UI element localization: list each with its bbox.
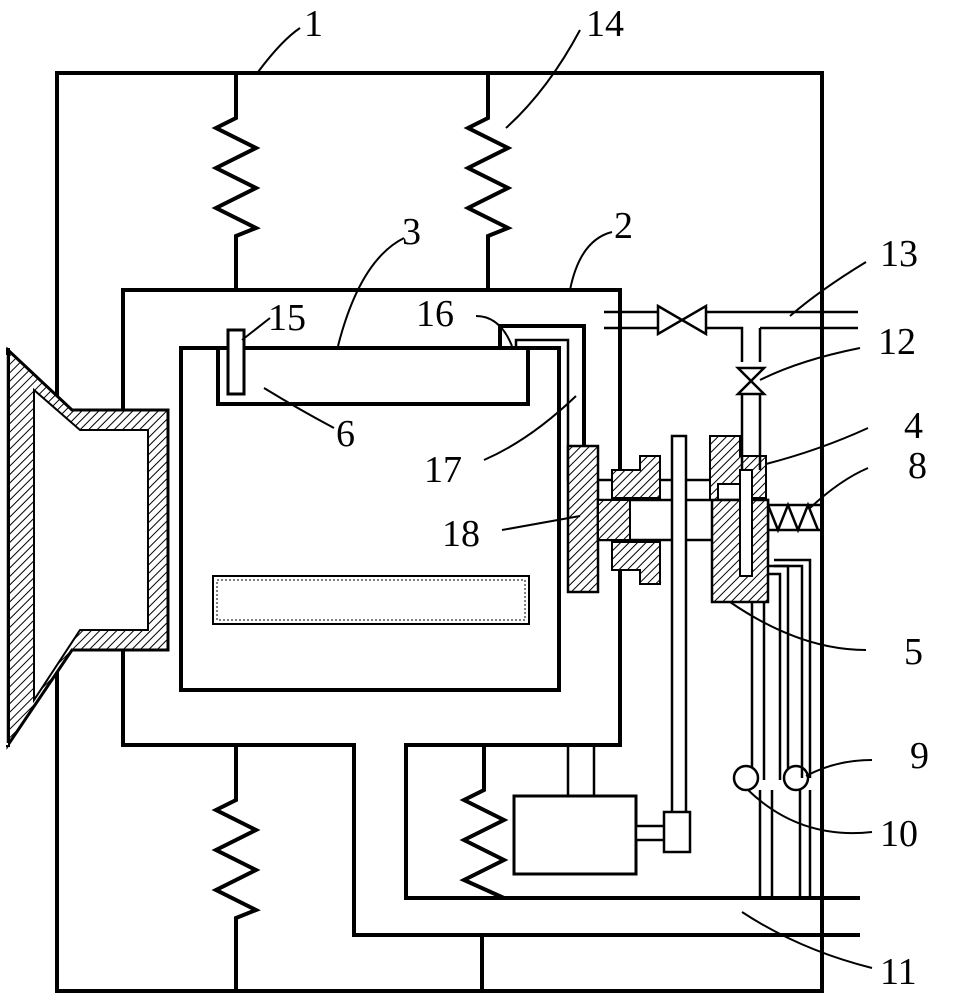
leader-4 — [766, 428, 868, 464]
inner-drum — [181, 348, 559, 690]
sensor-15 — [228, 330, 244, 394]
leader-9 — [806, 760, 872, 776]
upper-spring-right — [468, 73, 508, 290]
drain-lines — [760, 560, 810, 898]
label-14: 14 — [586, 3, 624, 45]
leader-5 — [730, 602, 866, 650]
label-10: 10 — [880, 813, 918, 855]
motor-mount — [568, 745, 594, 796]
leader-13 — [790, 262, 866, 316]
label-16: 16 — [416, 293, 454, 335]
leader-2 — [570, 232, 612, 290]
label-9: 9 — [910, 735, 929, 777]
leader-15 — [242, 318, 270, 340]
label-18: 18 — [442, 513, 480, 555]
label-11: 11 — [880, 951, 917, 993]
label-8: 8 — [908, 445, 927, 487]
leader-14 — [506, 30, 580, 128]
lower-spring-left — [216, 745, 256, 991]
label-3: 3 — [402, 211, 421, 253]
leader-8 — [810, 468, 868, 508]
label-5: 5 — [904, 631, 923, 673]
valve-12 — [738, 368, 764, 394]
belt — [672, 436, 686, 850]
seal-channel — [740, 470, 752, 576]
label-15: 15 — [268, 297, 306, 339]
motor-pulley — [664, 812, 690, 852]
label-2: 2 — [614, 205, 633, 247]
label-13: 13 — [880, 233, 918, 275]
lower-spring-right — [464, 745, 504, 898]
label-1: 1 — [304, 3, 323, 45]
label-4: 4 — [904, 405, 923, 447]
shaft-flange — [568, 446, 598, 592]
trap-9 — [784, 766, 808, 790]
label-6: 6 — [336, 413, 355, 455]
leader-11 — [742, 912, 872, 968]
motor — [514, 796, 636, 874]
trap-10 — [734, 766, 758, 790]
main-valve — [658, 306, 706, 334]
spring-8 — [768, 505, 818, 530]
door-seal-inner — [34, 390, 148, 700]
drum-lifter — [213, 576, 529, 624]
leader-6 — [264, 388, 334, 428]
label-12: 12 — [878, 321, 916, 363]
inlet-pipe-13 — [604, 312, 858, 362]
seal-4 — [710, 436, 766, 500]
leader-12 — [760, 348, 860, 380]
leader-1 — [258, 28, 300, 72]
drum-lifter-inner — [217, 580, 525, 620]
leader-16 — [476, 316, 512, 346]
label-17: 17 — [424, 449, 462, 491]
upper-spring-left — [216, 73, 256, 290]
shaft-collar — [598, 500, 630, 540]
inner-tray — [218, 348, 528, 404]
